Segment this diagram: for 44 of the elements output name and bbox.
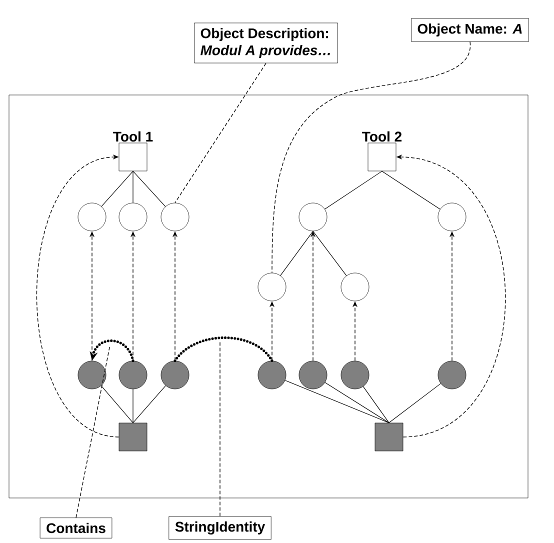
- node-label: Tool 1: [113, 131, 153, 142]
- tool-square: Tool 1: [113, 131, 153, 172]
- connector-line: [100, 385, 134, 424]
- circle-node: [118, 360, 148, 390]
- circle-node: [78, 360, 106, 390]
- node-label: Tool 2: [362, 131, 402, 142]
- circle-node: [340, 272, 370, 302]
- frame-box: [8, 94, 528, 498]
- connector-line: [382, 170, 440, 210]
- connector-line: [101, 170, 134, 207]
- tool-square: Tool 2: [362, 131, 402, 172]
- callout-box: StringIdentity: [168, 516, 272, 540]
- connector-line: [132, 170, 134, 204]
- circle-node: [298, 202, 328, 232]
- connector-line: [132, 170, 166, 207]
- connector-line: [324, 382, 390, 424]
- square-node: [374, 422, 404, 452]
- circle-node: [118, 202, 148, 232]
- callout-box: Contains: [40, 518, 112, 538]
- circle-node: [340, 360, 370, 390]
- leader-line: [272, 41, 470, 274]
- circle-node: [438, 202, 466, 232]
- connector-line: [132, 385, 166, 424]
- circle-node: [160, 360, 190, 390]
- circle-node: [78, 202, 106, 232]
- callout-box: Object Name: A: [411, 18, 529, 42]
- connector-line: [312, 230, 347, 276]
- connector-line: [388, 383, 441, 424]
- callout-box: Object Description: Modul A provides…: [194, 22, 338, 64]
- arrow: [36, 154, 120, 438]
- connector-line: [132, 388, 134, 424]
- square-node: [118, 422, 148, 452]
- leader-line: [76, 344, 110, 518]
- connector-line: [280, 230, 314, 276]
- connector-line: [324, 170, 382, 210]
- circle-node: [160, 202, 190, 232]
- circle-node: [258, 272, 286, 302]
- circle-node: [298, 360, 328, 390]
- connector-line: [284, 380, 390, 424]
- leader-line: [174, 62, 266, 204]
- connector-line: [362, 386, 390, 424]
- connector-line: [174, 336, 274, 362]
- circle-node: [438, 360, 466, 390]
- circle-node: [258, 360, 286, 390]
